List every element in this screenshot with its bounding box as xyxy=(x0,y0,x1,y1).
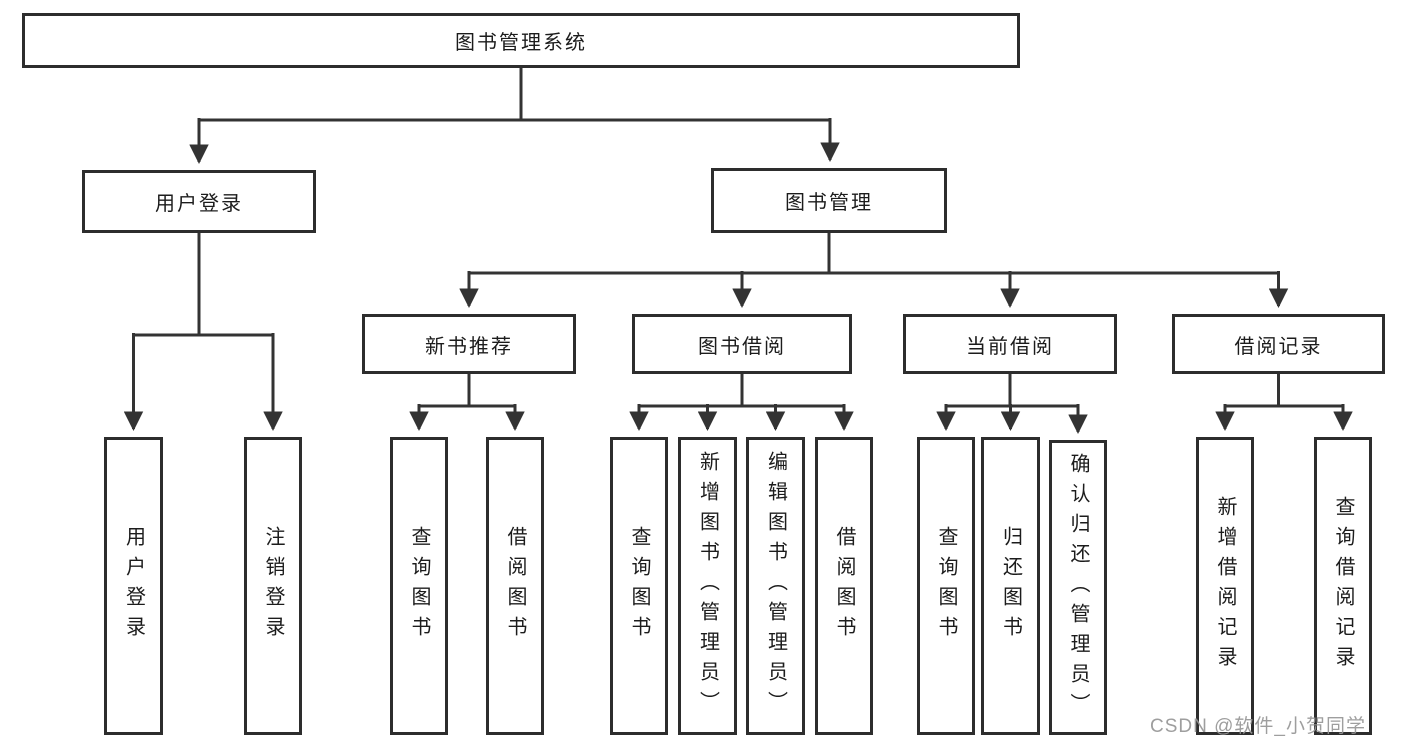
leaf-return-books-label: 归还图书 xyxy=(999,526,1022,646)
node-book-borrow-label: 图书借阅 xyxy=(698,335,786,358)
leaf-user-login: 用户登录 xyxy=(104,437,163,735)
leaf-confirm-return-admin-label: 确认归还（管理员） xyxy=(1067,452,1089,723)
leaf-query-borrow-record-label: 查询借阅记录 xyxy=(1332,496,1354,676)
watermark-text: CSDN @软件_小贺同学 xyxy=(1150,716,1366,737)
node-current-borrow-label: 当前借阅 xyxy=(966,335,1054,358)
leaf-borrow-borrow-books: 借阅图书 xyxy=(815,437,873,735)
leaf-borrow-borrow-books-label: 借阅图书 xyxy=(833,526,855,646)
connector-current-borrow-branch xyxy=(936,374,1088,434)
leaf-add-borrow-record-label: 新增借阅记录 xyxy=(1214,496,1236,676)
leaf-logout-label: 注销登录 xyxy=(262,526,284,646)
leaf-borrow-query-books-label: 查询图书 xyxy=(628,526,650,646)
leaf-logout: 注销登录 xyxy=(244,437,302,735)
node-book-borrow: 图书借阅 xyxy=(632,314,852,374)
node-book-management-module-label: 图书管理 xyxy=(785,192,873,214)
connector-book-management-branch xyxy=(459,233,1289,308)
leaf-current-query-books: 查询图书 xyxy=(917,437,975,735)
leaf-newbook-query-books: 查询图书 xyxy=(390,437,448,735)
node-current-borrow: 当前借阅 xyxy=(903,314,1117,374)
node-root: 图书管理系统 xyxy=(22,13,1020,68)
leaf-borrow-query-books: 查询图书 xyxy=(610,437,668,735)
connector-new-book-branch xyxy=(409,374,525,431)
node-new-book-recommend-label: 新书推荐 xyxy=(425,335,513,358)
connector-borrow-record-branch xyxy=(1215,374,1353,431)
leaf-add-books-admin: 新增图书（管理员） xyxy=(678,437,737,735)
node-book-management-module: 图书管理 xyxy=(711,168,947,233)
node-borrow-record-label: 借阅记录 xyxy=(1234,335,1323,358)
leaf-query-borrow-record: 查询借阅记录 xyxy=(1314,437,1372,735)
leaf-confirm-return-admin: 确认归还（管理员） xyxy=(1049,440,1107,735)
node-user-login-module-label: 用户登录 xyxy=(155,193,243,215)
leaf-newbook-query-books-label: 查询图书 xyxy=(408,526,430,646)
connector-book-borrow-branch xyxy=(629,374,854,431)
leaf-current-query-books-label: 查询图书 xyxy=(935,526,957,646)
connector-user-login-branch xyxy=(123,233,283,431)
node-root-label: 图书管理系统 xyxy=(455,32,587,54)
node-borrow-record: 借阅记录 xyxy=(1172,314,1385,374)
leaf-return-books: 归还图书 xyxy=(981,437,1040,735)
leaf-edit-books-admin-label: 编辑图书（管理员） xyxy=(764,451,787,721)
leaf-add-borrow-record: 新增借阅记录 xyxy=(1196,437,1254,735)
leaf-newbook-borrow-books-label: 借阅图书 xyxy=(504,526,526,646)
leaf-user-login-label: 用户登录 xyxy=(122,526,145,646)
connector-root-to-level2 xyxy=(189,68,840,164)
leaf-newbook-borrow-books: 借阅图书 xyxy=(486,437,544,735)
node-new-book-recommend: 新书推荐 xyxy=(362,314,576,374)
node-user-login-module: 用户登录 xyxy=(82,170,316,233)
leaf-add-books-admin-label: 新增图书（管理员） xyxy=(696,451,719,721)
leaf-edit-books-admin: 编辑图书（管理员） xyxy=(746,437,805,735)
